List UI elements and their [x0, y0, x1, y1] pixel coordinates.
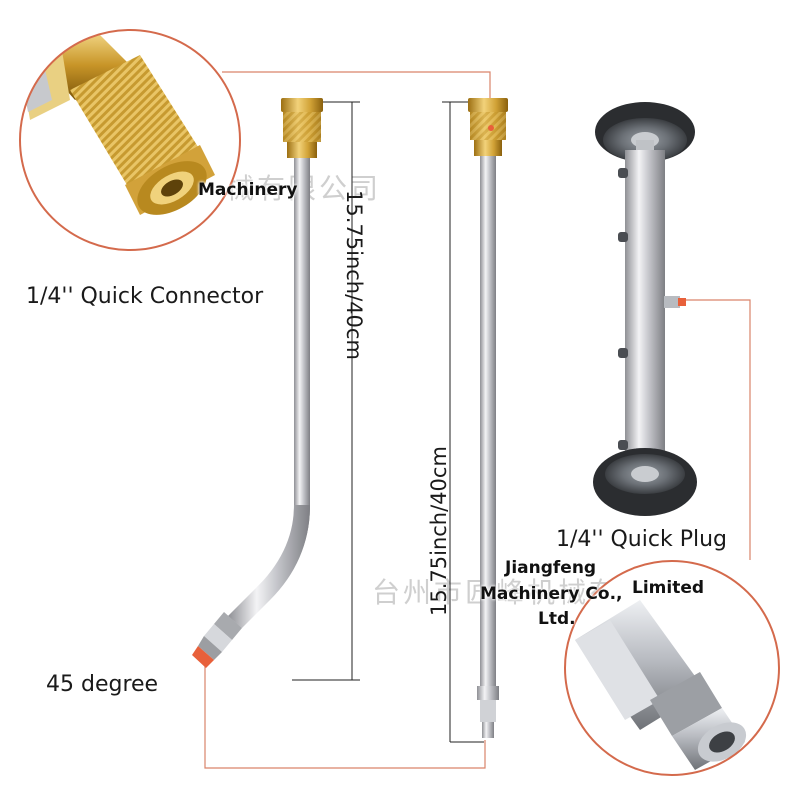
watermark-line1: Jiangfeng	[505, 558, 597, 578]
surface-cleaner	[593, 102, 697, 516]
bent-wand	[192, 98, 323, 668]
quick-connector-label: 1/4'' Quick Connector	[26, 284, 264, 309]
watermark-line2: Machinery Co.,	[480, 584, 623, 604]
straight-wand	[468, 98, 508, 738]
length-label-left: 15.75inch/40cm	[342, 190, 366, 360]
callout-lines	[204, 71, 751, 769]
connector-zoom-circle	[19, 29, 241, 251]
dimension-line-mid	[442, 101, 484, 743]
watermark-line3: Ltd.	[538, 609, 576, 629]
plug-zoom-circle	[564, 560, 780, 776]
watermark-limited: Limited	[632, 578, 705, 598]
angle-label: 45 degree	[46, 672, 159, 697]
length-label-mid: 15.75inch/40cm	[427, 446, 451, 616]
quick-plug-label: 1/4'' Quick Plug	[556, 527, 727, 552]
watermark-machinery: Machinery	[198, 180, 298, 200]
dimension-line-left	[292, 101, 360, 681]
